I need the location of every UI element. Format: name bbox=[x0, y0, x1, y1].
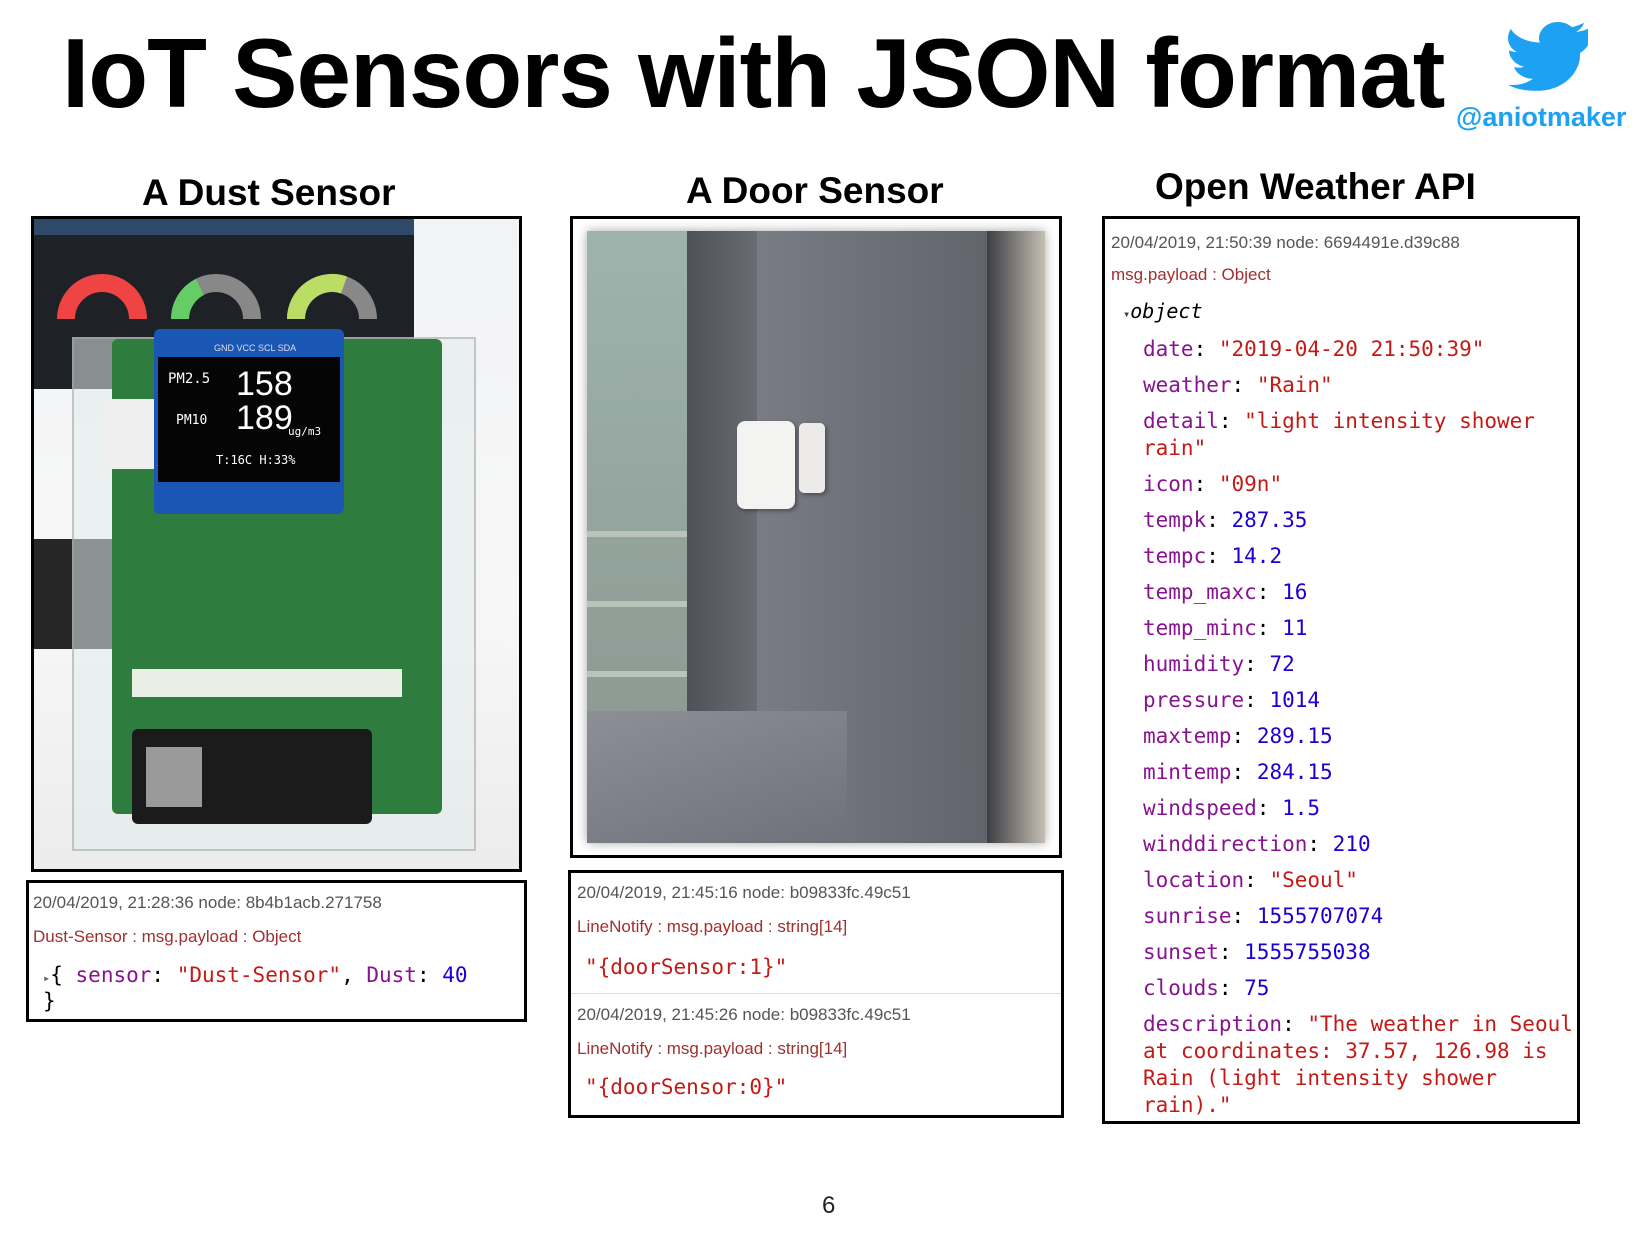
field-detail-cont: rain" bbox=[1143, 436, 1207, 460]
weather-object-toggle[interactable]: ▾object bbox=[1123, 299, 1202, 323]
field-date: date: "2019-04-20 21:50:39" bbox=[1143, 337, 1485, 361]
field-winddirection: winddirection: 210 bbox=[1143, 832, 1371, 856]
field-description-cont-1: at coordinates: 37.57, 126.98 is bbox=[1143, 1039, 1548, 1063]
dust-sensor-photo: GND VCC SCL SDA PM2.5 158 PM10 189 ug/m3… bbox=[34, 219, 519, 869]
field-description-cont-3: rain)." bbox=[1143, 1093, 1232, 1117]
door-log-2-topic: LineNotify : msg.payload : string[14] bbox=[577, 1039, 848, 1058]
weather-log-meta: 20/04/2019, 21:50:39 node: 6694491e.d39c… bbox=[1111, 233, 1460, 252]
collapse-arrow-icon[interactable]: ▾ bbox=[1123, 307, 1131, 321]
expand-arrow-icon[interactable]: ▸ bbox=[43, 971, 51, 985]
dust-sensor-photo-frame: GND VCC SCL SDA PM2.5 158 PM10 189 ug/m3… bbox=[31, 216, 522, 872]
door-sensor-photo-frame bbox=[570, 216, 1062, 858]
field-icon: icon: "09n" bbox=[1143, 472, 1283, 496]
dust-log-meta: 20/04/2019, 21:28:36 node: 8b4b1acb.2717… bbox=[33, 893, 382, 912]
door-sensor-photo bbox=[587, 231, 1045, 843]
dust-log-key-sensor: sensor bbox=[75, 963, 152, 987]
esp8266-board bbox=[132, 729, 372, 824]
weather-object-label: object bbox=[1130, 299, 1203, 323]
field-sunrise: sunrise: 1555707074 bbox=[1143, 904, 1384, 928]
field-temp-maxc: temp_maxc: 16 bbox=[1143, 580, 1308, 604]
field-pressure: pressure: 1014 bbox=[1143, 688, 1321, 712]
twitter-handle[interactable]: @aniotmaker bbox=[1456, 102, 1627, 132]
field-weather: weather: "Rain" bbox=[1143, 373, 1333, 397]
oled-pm25-value: 158 bbox=[236, 365, 293, 403]
dust-log-key-dust: Dust bbox=[366, 963, 417, 987]
dht-sensor bbox=[102, 399, 157, 469]
door-sensor-body bbox=[737, 421, 795, 509]
door-log-2-meta: 20/04/2019, 21:45:26 node: b09833fc.49c5… bbox=[577, 1005, 911, 1024]
oled-module: GND VCC SCL SDA PM2.5 158 PM10 189 ug/m3… bbox=[154, 329, 344, 514]
field-clouds: clouds: 75 bbox=[1143, 976, 1270, 1000]
dust-log-close-brace: } bbox=[43, 989, 56, 1013]
door-log-2-value: "{doorSensor:0}" bbox=[585, 1075, 788, 1099]
field-detail: detail: "light intensity shower bbox=[1143, 409, 1535, 433]
weather-api-log: 20/04/2019, 21:50:39 node: 6694491e.d39c… bbox=[1102, 216, 1580, 1124]
gauge-icons bbox=[57, 274, 377, 320]
dust-sensor-heading: A Dust Sensor bbox=[142, 172, 396, 213]
oled-pm10-label: PM10 bbox=[176, 413, 208, 428]
door-sensor-heading: A Door Sensor bbox=[686, 170, 944, 211]
oled-pm10-value: 189 bbox=[236, 399, 293, 437]
door-log-1-topic: LineNotify : msg.payload : string[14] bbox=[577, 917, 848, 936]
door-sensor-log: 20/04/2019, 21:45:16 node: b09833fc.49c5… bbox=[568, 870, 1064, 1118]
door-log-1-value: "{doorSensor:1}" bbox=[585, 955, 788, 979]
log-divider bbox=[571, 993, 1061, 994]
field-description-cont-2: Rain (light intensity shower bbox=[1143, 1066, 1498, 1090]
door-log-1-meta: 20/04/2019, 21:45:16 node: b09833fc.49c5… bbox=[577, 883, 911, 902]
field-sunset: sunset: 1555755038 bbox=[1143, 940, 1371, 964]
page-number: 6 bbox=[822, 1192, 836, 1219]
slide-title: IoT Sensors with JSON format bbox=[62, 18, 1445, 128]
weather-log-topic: msg.payload : Object bbox=[1111, 265, 1271, 284]
field-temp-minc: temp_minc: 11 bbox=[1143, 616, 1308, 640]
oled-pm25-label: PM2.5 bbox=[168, 371, 211, 387]
dust-log-topic: Dust-Sensor : msg.payload : Object bbox=[33, 927, 302, 946]
dust-log-payload[interactable]: ▸{ sensor: "Dust-Sensor", Dust: 40 bbox=[43, 963, 468, 987]
dust-log-value-dust: 40 bbox=[442, 963, 468, 987]
oled-pin-labels: GND VCC SCL SDA bbox=[214, 343, 297, 353]
dust-log-open-brace: { bbox=[50, 963, 76, 987]
twitter-bird-icon bbox=[1508, 22, 1588, 91]
field-maxtemp: maxtemp: 289.15 bbox=[1143, 724, 1333, 748]
field-windspeed: windspeed: 1.5 bbox=[1143, 796, 1321, 820]
window-glass bbox=[587, 231, 687, 731]
oled-screen: PM2.5 158 PM10 189 ug/m3 T:16C H:33% bbox=[158, 357, 340, 482]
oled-temp-humidity: T:16C H:33% bbox=[216, 453, 296, 467]
field-tempc: tempc: 14.2 bbox=[1143, 544, 1283, 568]
field-location: location: "Seoul" bbox=[1143, 868, 1358, 892]
field-humidity: humidity: 72 bbox=[1143, 652, 1295, 676]
field-mintemp: mintemp: 284.15 bbox=[1143, 760, 1333, 784]
dust-sensor-log: 20/04/2019, 21:28:36 node: 8b4b1acb.2717… bbox=[26, 880, 527, 1022]
weather-api-heading: Open Weather API bbox=[1155, 166, 1476, 207]
oled-unit: ug/m3 bbox=[288, 425, 322, 438]
field-tempk: tempk: 287.35 bbox=[1143, 508, 1308, 532]
door-sensor-magnet bbox=[799, 423, 825, 493]
field-description: description: "The weather in Seoul bbox=[1143, 1012, 1573, 1036]
dust-log-value-sensor: "Dust-Sensor" bbox=[176, 963, 342, 987]
